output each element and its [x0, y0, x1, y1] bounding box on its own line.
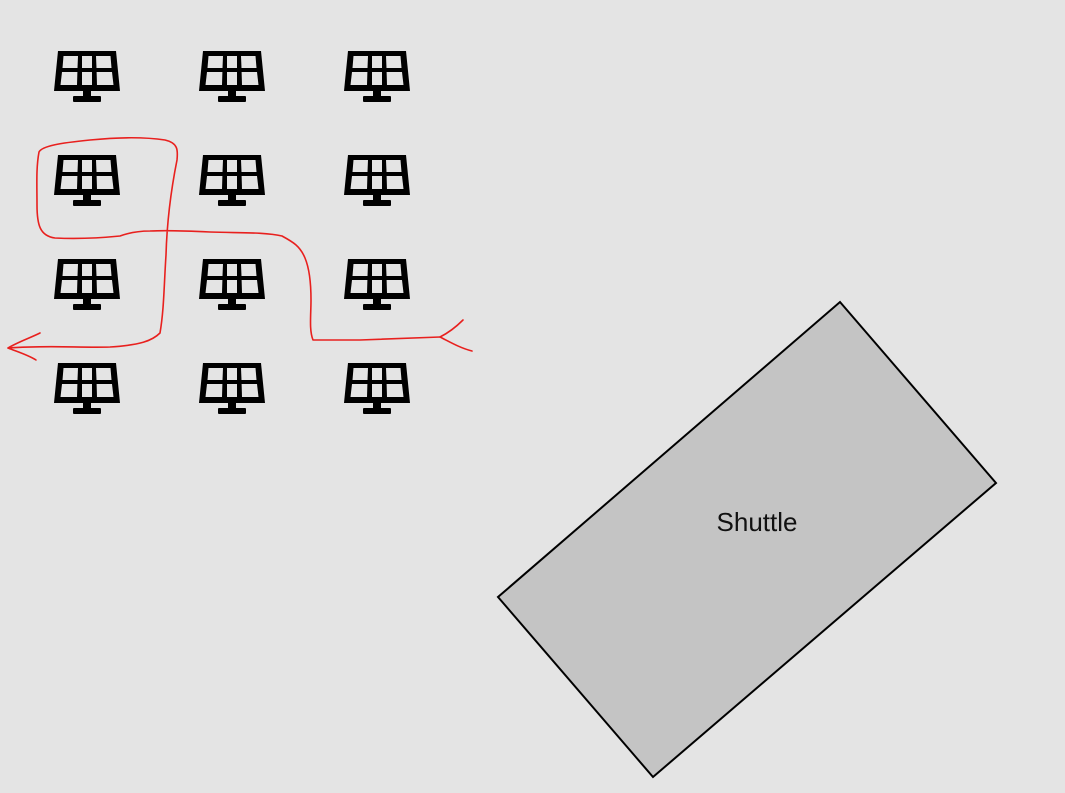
route-path: [7, 136, 473, 361]
solar-panel-icon: [54, 155, 120, 206]
solar-panel-icon: [344, 51, 410, 102]
solar-panel-icon: [199, 259, 265, 310]
shuttle-label: Shuttle: [717, 507, 798, 537]
shuttle-block: [496, 300, 998, 779]
solar-panel-icon: [54, 259, 120, 310]
solar-panel-icon: [54, 363, 120, 414]
solar-panel-icon: [344, 363, 410, 414]
solar-panel-icon: [344, 259, 410, 310]
solar-panel-icon: [199, 51, 265, 102]
solar-panel-icon: [199, 363, 265, 414]
solar-panel-icon: [54, 51, 120, 102]
arrowhead-left: [7, 332, 41, 361]
solar-panel-icon: [199, 155, 265, 206]
solar-panel-icon: [344, 155, 410, 206]
arrow-tail-right: [439, 319, 473, 352]
